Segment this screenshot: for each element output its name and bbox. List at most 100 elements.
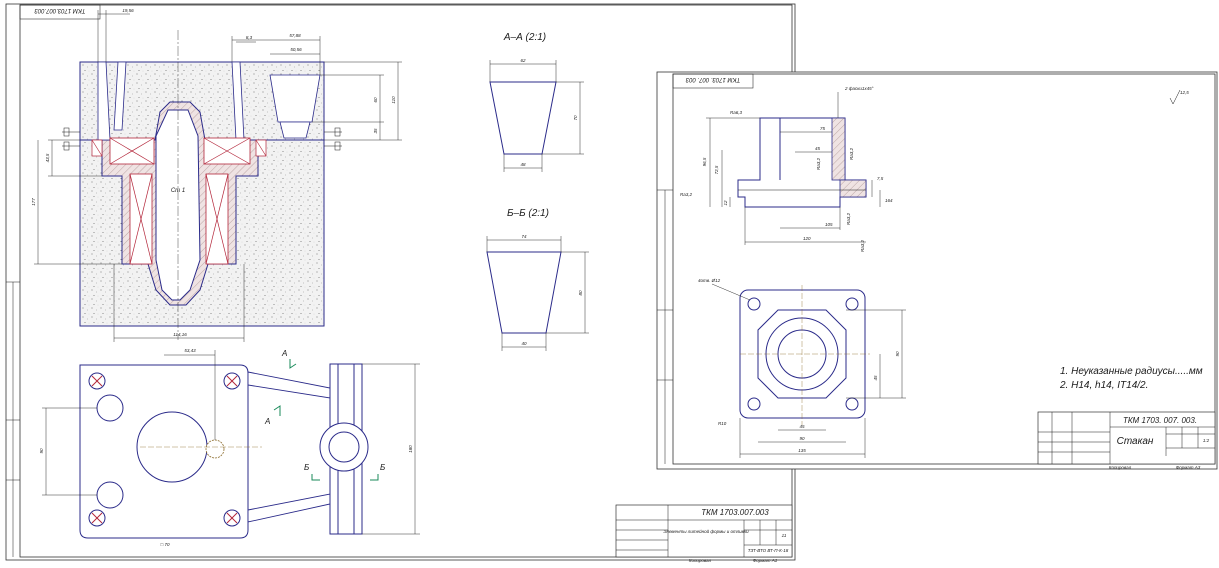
ra-6: Ra3,2 xyxy=(860,239,865,252)
note-2: 2. H14, h14, IT14/2. xyxy=(1059,380,1148,391)
section-aa-bottom: 48 xyxy=(520,162,526,167)
feeder-block-right xyxy=(203,137,251,165)
cut-arrow xyxy=(273,405,281,416)
section-aa-top: 62 xyxy=(520,58,526,63)
sheet-2-title-name: Стакан xyxy=(1117,436,1154,447)
note-1: 1. Неуказанные радиусы.....мм xyxy=(1060,366,1203,377)
mould-dimensions: 19,56 57,88 50,56 8,3 60 110 35 43,5 xyxy=(31,8,402,342)
dim-b3: 45 xyxy=(799,424,805,429)
section-bb-title: Б–Б (2:1) xyxy=(507,208,549,219)
cut-a-top: А xyxy=(281,349,287,358)
pin-hole xyxy=(223,509,241,527)
ra-3: Ra3,2 xyxy=(816,157,821,170)
side-block-left xyxy=(91,139,103,157)
sheet-2-copied: Копировал xyxy=(1109,465,1132,470)
sheet-1-stamp-code: TKM 1703.007.003 xyxy=(34,7,86,13)
ra-4: Ra3,2 xyxy=(849,147,854,160)
vent-channel xyxy=(113,61,127,131)
sheet-2-title-code: ТКМ 1703. 007. 003. xyxy=(1123,416,1197,425)
section-bb-bottom: 40 xyxy=(521,341,527,346)
dim-d4: 8,3 xyxy=(246,35,253,40)
sheet-1-copied: Копировал xyxy=(689,558,712,563)
dim-d11: 53,43 xyxy=(184,348,196,353)
section-aa-title: А–А (2:1) xyxy=(503,32,546,43)
bolt-hole xyxy=(747,297,761,311)
pin-hole xyxy=(88,372,106,390)
ra-1: Ra6,3 xyxy=(730,110,743,115)
sheet-2-format: Формат A3 xyxy=(1176,465,1201,470)
riser-circle xyxy=(96,394,124,422)
dim-d12: 90 xyxy=(39,448,44,454)
dim-a8: 105 xyxy=(825,222,833,227)
section-bb: Б–Б (2:1) 74 80 40 xyxy=(486,208,589,351)
core xyxy=(155,109,201,301)
dim-b5: 135 xyxy=(798,448,806,453)
cut-b-right: Б xyxy=(380,463,385,472)
dim-a7: 164 xyxy=(885,198,893,203)
sprue-ring-inner xyxy=(328,431,360,463)
dim-a3: 96,5 xyxy=(702,157,707,166)
side-block-right xyxy=(255,139,267,157)
cut-b-left: Б xyxy=(304,463,309,472)
dim-b1: 90 xyxy=(895,351,900,357)
sheet-1-stamp-box xyxy=(19,4,101,20)
bolt-hole xyxy=(845,297,859,311)
feeder-block-left xyxy=(109,137,155,165)
radius-note: R10 xyxy=(718,421,727,426)
ra-2: Ra3,2 xyxy=(680,192,693,197)
dim-b4: 90 xyxy=(799,436,805,441)
dim-a4: 72,5 xyxy=(714,165,719,174)
dim-b2: 45 xyxy=(873,375,878,381)
bolt-hole xyxy=(747,397,761,411)
cut-arrow xyxy=(370,474,379,481)
sheet-1-title-block: ТКМ 1703.007.003 Элементы литейной формы… xyxy=(615,504,793,563)
mould-plan-view: А А Б Б 53,43 90 180 □ 70 xyxy=(39,348,420,547)
part-plan-view: 4отв. Ø12 R10 90 45 45 90 135 xyxy=(698,278,906,458)
chamfer-note: 2 фаски1х45° xyxy=(844,86,874,91)
cut-arrow xyxy=(289,359,297,369)
cut-a-bottom: А xyxy=(264,417,270,426)
dim-d6: 110 xyxy=(391,96,396,104)
ra-5: Ra3,2 xyxy=(846,212,851,225)
sprue-circle xyxy=(205,439,225,459)
roughness-icon xyxy=(1169,89,1181,105)
sheet-2-stamp-code: TKM 1703. 007. 003 xyxy=(685,76,740,82)
dim-d14: □ 70 xyxy=(161,542,170,547)
roughness-note: 12,5 xyxy=(1180,90,1189,95)
dim-a5: 12 xyxy=(723,200,728,206)
dim-d3: 50,56 xyxy=(290,47,302,52)
dim-d2: 57,88 xyxy=(289,33,301,38)
dim-d1: 19,56 xyxy=(122,8,134,13)
sheet-1-org: ТЗТ-ВТО ВТ-П-К-18 xyxy=(748,548,789,553)
part-wall-hatch xyxy=(831,117,846,181)
part-flange-hatch xyxy=(839,179,867,198)
sheet-2-title-block: ТКМ 1703. 007. 003. Стакан 1:2 Копировал… xyxy=(1037,411,1216,470)
dim-d7: 35 xyxy=(373,128,378,134)
section-aa-height: 70 xyxy=(573,115,578,121)
cut-arrow xyxy=(311,474,320,481)
sheet-2-scale: 1:2 xyxy=(1203,438,1210,443)
dim-d8: 43,5 xyxy=(45,153,50,162)
sheet-2: TKM 1703. 007. 003 75 45 96,5 72,5 12 xyxy=(656,71,1218,470)
dim-d5: 60 xyxy=(373,97,378,103)
dim-d10: 114,16 xyxy=(173,332,187,337)
chill-right xyxy=(205,173,229,265)
dim-a1: 75 xyxy=(820,126,826,131)
pin-hole xyxy=(88,509,106,527)
mould-section: Ст 1 xyxy=(62,30,342,340)
holes-note: 4отв. Ø12 xyxy=(698,278,721,283)
clamp-pin-right xyxy=(324,127,342,151)
section-aa: А–А (2:1) 62 70 48 xyxy=(489,32,584,172)
sheet-1-sheet-value: 11 xyxy=(782,533,787,538)
pouring-cup xyxy=(269,74,321,123)
sheet-1-title-name: Элементы литейной формы и отливки xyxy=(663,528,749,534)
sheet-1-format: Формат A1 xyxy=(753,558,778,563)
sprue xyxy=(279,121,311,139)
riser-circle xyxy=(96,481,124,509)
bolt-hole xyxy=(845,397,859,411)
sheet-1-title-code: ТКМ 1703.007.003 xyxy=(701,508,769,517)
part-section-view: 75 45 96,5 72,5 12 7,5 164 105 120 2 фас… xyxy=(680,86,1189,252)
dim-d13: 180 xyxy=(408,445,413,453)
dim-a6: 7,5 xyxy=(877,176,884,181)
